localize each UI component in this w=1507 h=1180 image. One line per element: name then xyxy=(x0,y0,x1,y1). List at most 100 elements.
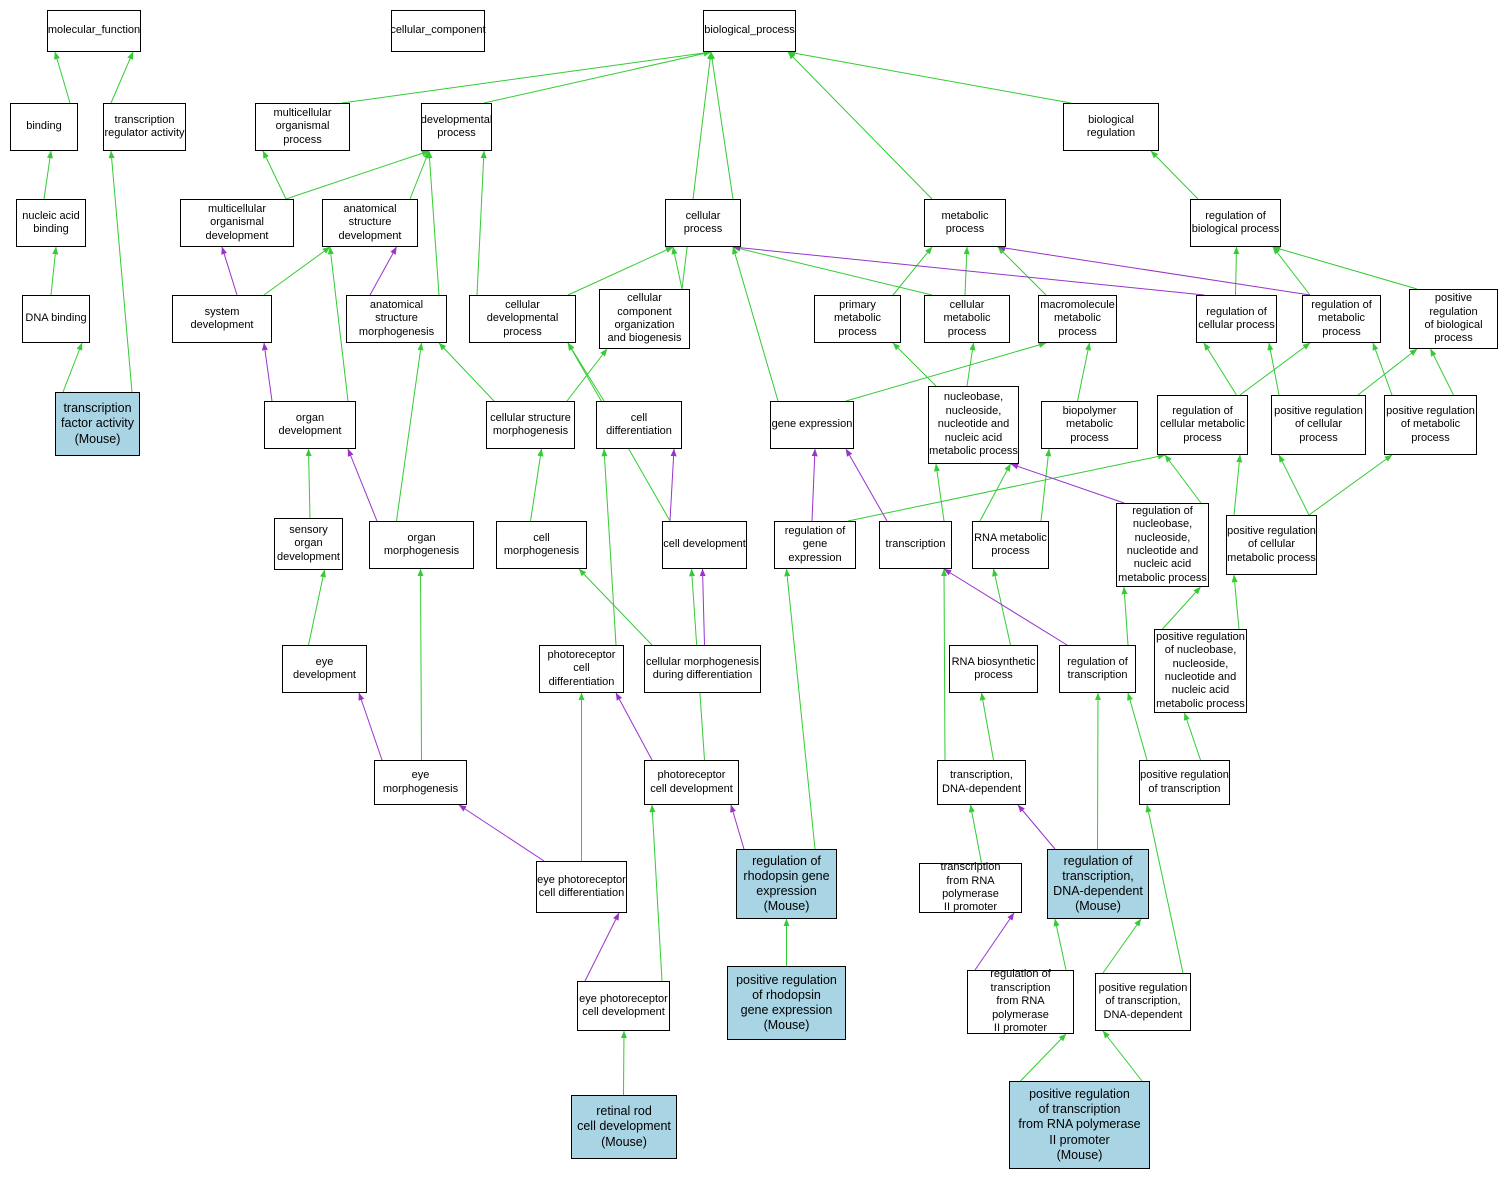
go-term-anatomical-structure-morphogenesis[interactable]: anatomical structure morphogenesis xyxy=(346,295,447,343)
go-term-developmental-process[interactable]: developmental process xyxy=(421,103,492,151)
edge-cellular_component_organization-to-biological_process xyxy=(681,51,714,290)
edge-rna_metabolic_process-to-nucleobase_metabolic_process xyxy=(979,463,1011,522)
go-term-transcription-from-rna-polymerase-ii-promoter[interactable]: transcription from RNA polymerase II pro… xyxy=(919,861,1022,913)
edge-positive_regulation_of_transcription_from_rna_polymerase_ii_promoter-to-regulation_of_transcription_from_rna_polymerase_ii_promoter xyxy=(1020,1033,1067,1082)
go-term-dna-binding[interactable]: DNA binding xyxy=(22,295,90,343)
edge-macromolecule_metabolic_process-to-metabolic_process xyxy=(997,246,1047,296)
edge-eye_photoreceptor_cell_development-to-eye_photoreceptor_cell_differentiation xyxy=(584,912,620,982)
edge-photoreceptor_cell_differentiation-to-cell_differentiation xyxy=(601,448,617,646)
go-term-cellular-developmental-process[interactable]: cellular developmental process xyxy=(469,295,576,343)
edge-biological_regulation-to-biological_process xyxy=(787,50,1072,104)
edge-positive_regulation_of_transcription-to-positive_regulation_of_nucleobase_metabolic_process xyxy=(1183,712,1201,761)
go-term-photoreceptor-cell-development[interactable]: photoreceptor cell development xyxy=(644,760,739,805)
go-term-regulation-of-cellular-metabolic-process[interactable]: regulation of cellular metabolic process xyxy=(1157,395,1248,455)
edge-positive_regulation_of_cellular_process-to-regulation_of_cellular_process xyxy=(1267,342,1280,396)
go-term-organ-development[interactable]: organ development xyxy=(264,401,356,449)
go-term-cellular-component[interactable]: cellular_component xyxy=(390,10,486,52)
edge-cellular_metabolic_process-to-cellular_process xyxy=(732,245,933,296)
go-term-cellular-component-organization[interactable]: cellular component organization and biog… xyxy=(599,289,690,349)
go-term-rna-metabolic-process[interactable]: RNA metabolic process xyxy=(972,521,1049,569)
go-term-positive-regulation-of-metabolic-process[interactable]: positive regulation of metabolic process xyxy=(1384,395,1477,455)
go-term-organ-morphogenesis[interactable]: organ morphogenesis xyxy=(369,521,474,569)
go-term-macromolecule-metabolic-process[interactable]: macromolecule metabolic process xyxy=(1038,295,1117,343)
go-term-metabolic-process[interactable]: metabolic process xyxy=(924,199,1006,247)
go-term-nucleic-acid-binding[interactable]: nucleic acid binding xyxy=(16,199,86,247)
go-term-sensory-organ-development[interactable]: sensory organ development xyxy=(274,518,343,570)
edge-positive_regulation_of_cellular_metabolic_process-to-positive_regulation_of_cellular_process xyxy=(1278,454,1310,516)
edge-developmental_process-to-biological_process xyxy=(483,50,712,104)
edge-positive_regulation_of_cellular_process-to-positive_regulation_of_biological_process xyxy=(1357,348,1418,396)
edge-positive_regulation_of_transcription_from_rna_polymerase_ii_promoter-to-positive_regulation_of_transcription_dna_dependent xyxy=(1102,1030,1143,1082)
go-term-biopolymer-metabolic-process[interactable]: biopolymer metabolic process xyxy=(1041,401,1138,449)
edge-binding-to-molecular_function xyxy=(54,51,71,104)
edge-cellular_morphogenesis_during_differentiation-to-cell_morphogenesis xyxy=(578,568,653,646)
edge-organ_morphogenesis-to-organ_development xyxy=(347,448,378,522)
go-term-eye-morphogenesis[interactable]: eye morphogenesis xyxy=(374,760,467,805)
edge-positive_regulation_of_metabolic_process-to-positive_regulation_of_biological_process xyxy=(1430,348,1454,396)
go-term-cell-morphogenesis[interactable]: cell morphogenesis xyxy=(496,521,587,569)
go-term-regulation-of-gene-expression[interactable]: regulation of gene expression xyxy=(774,521,856,569)
go-term-transcription-factor-activity[interactable]: transcription factor activity (Mouse) xyxy=(55,392,140,456)
edge-retinal_rod_cell_development-to-eye_photoreceptor_cell_development xyxy=(620,1030,627,1096)
go-term-binding[interactable]: binding xyxy=(10,103,78,151)
go-term-rna-biosynthetic-process[interactable]: RNA biosynthetic process xyxy=(949,645,1038,693)
edge-transcription_factor_activity-to-dna_binding xyxy=(62,342,83,393)
go-term-transcription-regulator-activity[interactable]: transcription regulator activity xyxy=(103,103,186,151)
edge-gene_expression-to-cellular_process xyxy=(732,246,779,402)
go-term-regulation-of-biological-process[interactable]: regulation of biological process xyxy=(1190,199,1281,247)
go-term-cellular-structure-morphogenesis[interactable]: cellular structure morphogenesis xyxy=(486,401,575,449)
go-term-eye-photoreceptor-cell-differentiation[interactable]: eye photoreceptor cell differentiation xyxy=(536,861,627,913)
go-term-biological-regulation[interactable]: biological regulation xyxy=(1063,103,1159,151)
go-term-regulation-of-transcription-dna-dependent[interactable]: regulation of transcription, DNA-depende… xyxy=(1047,849,1149,919)
edge-eye_photoreceptor_cell_differentiation-to-eye_morphogenesis xyxy=(458,804,545,862)
go-term-photoreceptor-cell-differentiation[interactable]: photoreceptor cell differentiation xyxy=(539,645,624,693)
go-term-positive-regulation-of-transcription-from-rna-polymerase-ii-promoter[interactable]: positive regulation of transcription fro… xyxy=(1009,1081,1150,1169)
go-term-cell-differentiation[interactable]: cell differentiation xyxy=(596,401,682,449)
go-term-multicellular-organismal-process[interactable]: multicellular organismal process xyxy=(255,103,350,151)
go-term-molecular-function[interactable]: molecular_function xyxy=(47,10,141,52)
go-term-cellular-morphogenesis-during-differentiation[interactable]: cellular morphogenesis during differenti… xyxy=(644,645,761,693)
go-term-positive-regulation-of-transcription[interactable]: positive regulation of transcription xyxy=(1139,760,1230,805)
go-term-primary-metabolic-process[interactable]: primary metabolic process xyxy=(814,295,901,343)
go-term-eye-photoreceptor-cell-development[interactable]: eye photoreceptor cell development xyxy=(577,981,670,1031)
edge-regulation_of_gene_expression-to-gene_expression xyxy=(811,448,818,522)
go-term-multicellular-organismal-development[interactable]: multicellular organismal development xyxy=(180,199,294,247)
go-term-cell-development[interactable]: cell development xyxy=(662,521,747,569)
go-term-cellular-process[interactable]: cellular process xyxy=(665,199,741,247)
go-term-positive-regulation-of-cellular-metabolic-process[interactable]: positive regulation of cellular metaboli… xyxy=(1226,515,1317,575)
edge-regulation_of_transcription_from_rna_polymerase_ii_promoter-to-regulation_of_transcription_dna_dependent xyxy=(1053,918,1067,971)
go-term-nucleobase-metabolic-process[interactable]: nucleobase, nucleoside, nucleotide and n… xyxy=(928,386,1019,464)
go-term-anatomical-structure-development[interactable]: anatomical structure development xyxy=(322,199,418,247)
edge-positive_regulation_of_nucleobase_metabolic_process-to-positive_regulation_of_cellular_metabolic_process xyxy=(1231,574,1240,630)
go-term-regulation-of-rhodopsin-gene-expression[interactable]: regulation of rhodopsin gene expression … xyxy=(736,849,837,919)
edge-regulation_of_transcription_dna_dependent-to-transcription_dna_dependent xyxy=(1017,804,1056,850)
edge-positive_regulation_of_nucleobase_metabolic_process-to-regulation_of_nucleobase_metabolic_process xyxy=(1162,586,1201,630)
edge-multicellular_organismal_development-to-developmental_process xyxy=(285,150,430,200)
go-term-regulation-of-transcription[interactable]: regulation of transcription xyxy=(1059,645,1136,693)
edge-positive_regulation_of_cellular_metabolic_process-to-regulation_of_cellular_metabolic_process xyxy=(1233,454,1243,516)
go-term-transcription-dna-dependent[interactable]: transcription, DNA-dependent xyxy=(937,760,1026,805)
edge-transcription_from_rna_polymerase_ii_promoter-to-transcription_dna_dependent xyxy=(968,804,982,864)
go-term-positive-regulation-of-transcription-dna-dependent[interactable]: positive regulation of transcription, DN… xyxy=(1095,973,1191,1031)
go-term-positive-regulation-of-nucleobase-metabolic-process[interactable]: positive regulation of nucleobase, nucle… xyxy=(1154,629,1247,713)
go-term-transcription[interactable]: transcription xyxy=(879,521,952,569)
go-term-positive-regulation-of-biological-process[interactable]: positive regulation of biological proces… xyxy=(1409,289,1498,349)
go-term-regulation-of-metabolic-process[interactable]: regulation of metabolic process xyxy=(1302,295,1381,343)
go-term-regulation-of-transcription-from-rna-polymerase-ii-promoter[interactable]: regulation of transcription from RNA pol… xyxy=(967,968,1074,1034)
edge-multicellular_organismal_development-to-multicellular_organismal_process xyxy=(262,150,287,200)
edge-regulation_of_rhodopsin_gene_expression-to-photoreceptor_cell_development xyxy=(730,804,745,850)
go-term-regulation-of-cellular-process[interactable]: regulation of cellular process xyxy=(1196,295,1277,343)
go-term-positive-regulation-of-rhodopsin-gene-expression[interactable]: positive regulation of rhodopsin gene ex… xyxy=(727,966,846,1040)
edge-system_development-to-anatomical_structure_development xyxy=(263,246,331,296)
go-term-eye-development[interactable]: eye development xyxy=(282,645,367,693)
go-term-regulation-of-nucleobase-metabolic-process[interactable]: regulation of nucleobase, nucleoside, nu… xyxy=(1116,503,1209,587)
go-term-retinal-rod-cell-development[interactable]: retinal rod cell development (Mouse) xyxy=(571,1095,677,1159)
go-term-system-development[interactable]: system development xyxy=(172,295,272,343)
go-term-positive-regulation-of-cellular-process[interactable]: positive regulation of cellular process xyxy=(1271,395,1366,455)
go-term-gene-expression[interactable]: gene expression xyxy=(770,401,854,449)
go-term-biological-process[interactable]: biological_process xyxy=(703,10,796,52)
edge-anatomical_structure_development-to-developmental_process xyxy=(409,150,430,200)
go-term-cellular-metabolic-process[interactable]: cellular metabolic process xyxy=(924,295,1010,343)
